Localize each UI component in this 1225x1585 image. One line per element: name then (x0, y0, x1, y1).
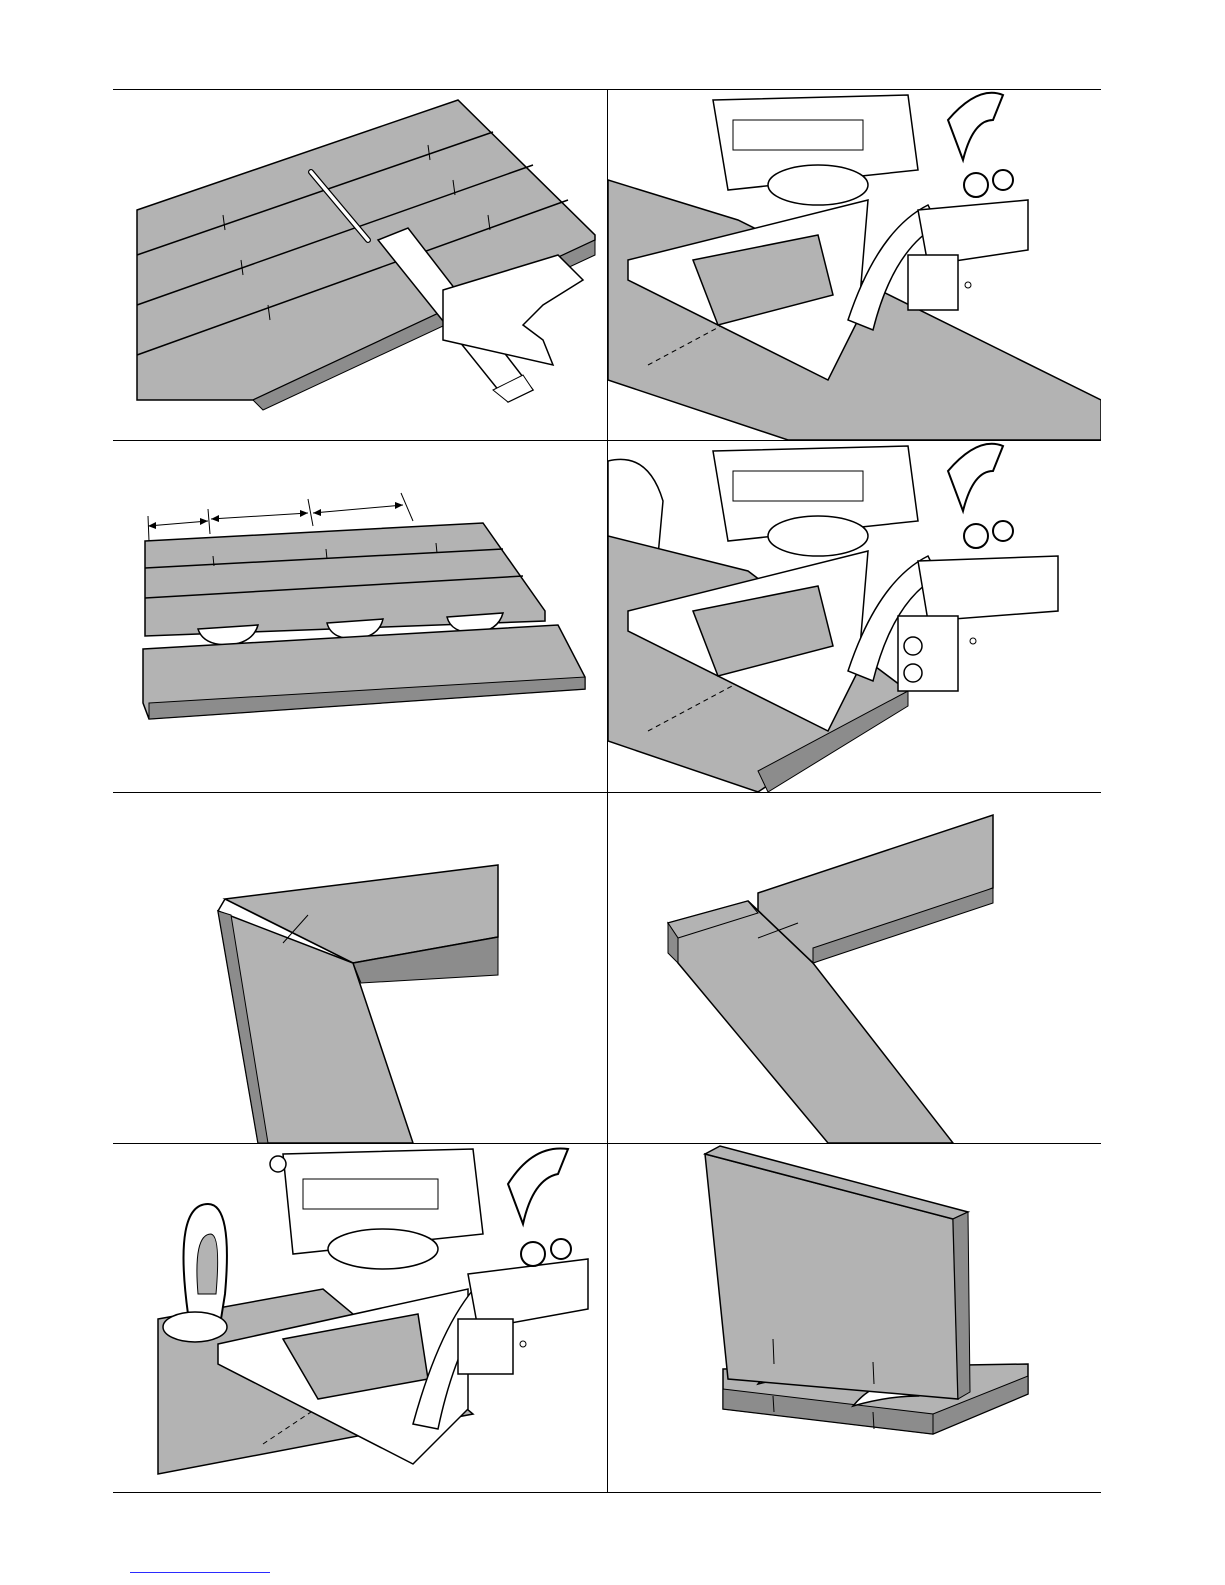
figure-2-biscuit-joiner-on-board (608, 90, 1101, 440)
figure-8-t-joint-with-biscuits (608, 1144, 1101, 1492)
biscuit-joiner-with-clamp-icon (113, 1144, 607, 1492)
butt-corner-joint-icon (608, 793, 1101, 1143)
figure-6-butt-corner-joint (608, 793, 1101, 1143)
mitre-corner-joint-icon (113, 793, 607, 1143)
spacing-marks-icon (113, 441, 607, 792)
biscuit-joiner-edge-cut-icon (608, 441, 1101, 792)
footer-link-rule (130, 1572, 270, 1573)
figure-4-biscuit-joiner-edge-cut (608, 441, 1101, 792)
figure-1-marking-with-square (113, 90, 607, 440)
t-joint-with-biscuits-icon (608, 1144, 1101, 1492)
biscuit-joiner-on-board-icon (608, 90, 1101, 440)
marking-with-square-icon (113, 90, 607, 440)
figure-7-biscuit-joiner-with-clamp (113, 1144, 607, 1492)
figure-3-spacing-marks (113, 441, 607, 792)
figure-5-mitre-corner-joint (113, 793, 607, 1143)
